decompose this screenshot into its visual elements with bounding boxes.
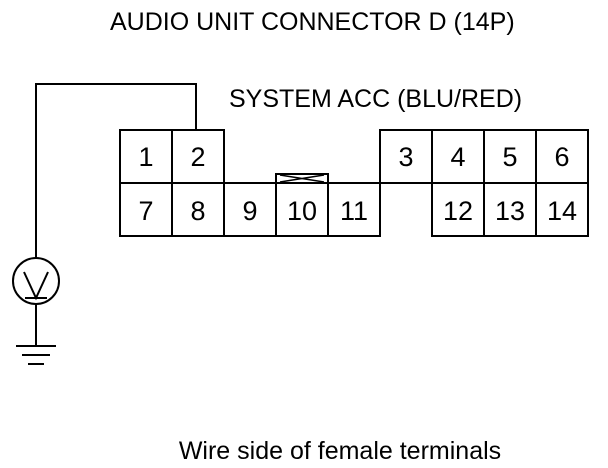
pin-cell-7 — [119, 182, 173, 237]
pin-label-6: 6 — [554, 142, 569, 172]
voltmeter-icon — [12, 257, 60, 305]
pin-cell-12 — [431, 182, 485, 237]
pin-label-14: 14 — [547, 196, 577, 226]
pin-label-13: 13 — [495, 196, 525, 226]
pin-cell-6 — [535, 129, 589, 184]
pin-cell-3 — [379, 129, 433, 184]
wire-label: SYSTEM ACC (BLU/RED) — [229, 85, 522, 113]
pin-label-9: 9 — [242, 196, 257, 226]
connector-body — [119, 129, 589, 237]
pin-label-5: 5 — [502, 142, 517, 172]
pin-label-8: 8 — [190, 196, 205, 226]
pin-label-7: 7 — [138, 196, 153, 226]
pin-cell-9 — [223, 182, 277, 237]
pin-label-4: 4 — [450, 142, 465, 172]
pin-cell-10 — [275, 182, 329, 237]
pin-cell-13 — [483, 182, 537, 237]
pin-label-3: 3 — [398, 142, 413, 172]
diagram-caption: Wire side of female terminals — [179, 437, 501, 465]
pin-cell-11 — [327, 182, 381, 237]
pin-cell-14 — [535, 182, 589, 237]
pin-label-2: 2 — [190, 142, 205, 172]
lock-tab-icon — [275, 173, 329, 184]
probe-wire — [35, 83, 197, 258]
ground-icon — [16, 345, 56, 365]
pin-label-1: 1 — [138, 142, 153, 172]
pin-cell-2 — [171, 129, 225, 184]
pin-label-10: 10 — [287, 196, 317, 226]
pin-label-12: 12 — [443, 196, 473, 226]
pin-label-11: 11 — [340, 196, 368, 226]
pin-cell-1 — [119, 129, 173, 184]
diagram-title: AUDIO UNIT CONNECTOR D (14P) — [110, 8, 515, 36]
